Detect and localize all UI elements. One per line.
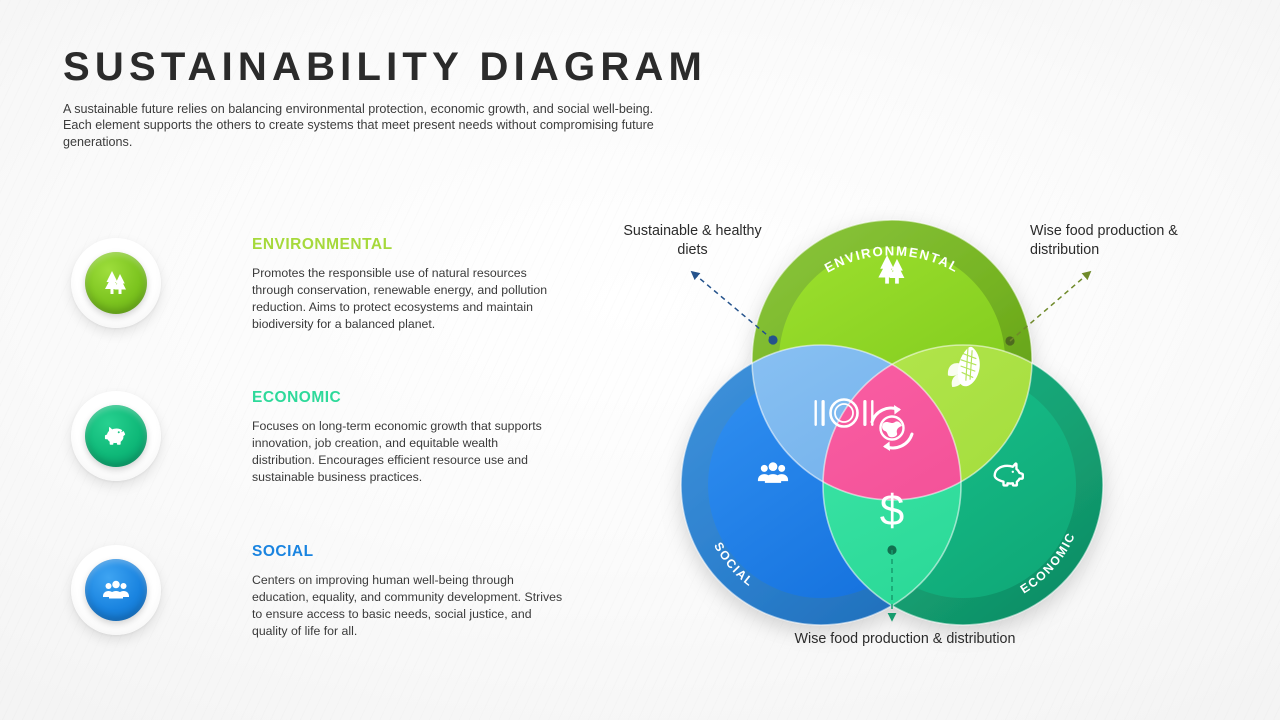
venn-icon-dollar: $ bbox=[880, 486, 904, 535]
legend-badge-disc bbox=[85, 405, 147, 467]
legend-heading: ECONOMIC bbox=[252, 389, 342, 406]
callout-connectors bbox=[690, 270, 1092, 622]
people-group-icon bbox=[103, 580, 129, 599]
piggy-bank-icon bbox=[104, 427, 126, 445]
legend-item-economic[interactable]: ECONOMIC Focuses on long-term economic g… bbox=[63, 385, 542, 505]
legend-badge-disc bbox=[85, 559, 147, 621]
venn-outlines bbox=[680, 219, 1104, 626]
venn-svg: ENVIRONMENTAL SOCIAL ECONOMIC bbox=[680, 219, 1104, 626]
legend-badge-disc bbox=[85, 252, 147, 314]
venn-icon-globe-recycle bbox=[870, 405, 914, 451]
venn-icon-people bbox=[757, 462, 789, 483]
venn-icon-piggy bbox=[993, 462, 1024, 487]
callout-label-left: Sustainable & healthy diets bbox=[623, 223, 762, 258]
page-title: SUSTAINABILITY DIAGRAM bbox=[63, 45, 708, 89]
legend-body: Centers on improving human well-being th… bbox=[252, 573, 563, 638]
legend-heading: SOCIAL bbox=[252, 543, 314, 560]
venn-icon-trees bbox=[878, 255, 905, 284]
page-subtitle: A sustainable future relies on balancing… bbox=[63, 102, 654, 149]
legend-body: Focuses on long-term economic growth tha… bbox=[252, 419, 542, 484]
callout-label-right: Wise food production & distribution bbox=[1030, 223, 1178, 258]
overlap-center[interactable] bbox=[823, 345, 1103, 625]
legend-badge-economic bbox=[71, 391, 161, 481]
legend-badge-social bbox=[71, 545, 161, 635]
legend-item-environmental[interactable]: ENVIRONMENTAL Promotes the responsible u… bbox=[63, 232, 547, 352]
venn-diagram: ENVIRONMENTAL SOCIAL ECONOMIC bbox=[612, 170, 1232, 700]
legend-heading: ENVIRONMENTAL bbox=[252, 236, 393, 253]
legend-item-social[interactable]: SOCIAL Centers on improving human well-b… bbox=[63, 539, 562, 659]
overlap-group-3 bbox=[823, 345, 1103, 625]
venn-icon-corn bbox=[947, 346, 980, 387]
callout-label-bottom: Wise food production & distribution bbox=[794, 631, 1016, 647]
legend-body: Promotes the responsible use of natural … bbox=[252, 266, 548, 331]
legend-badge-environmental bbox=[71, 238, 161, 328]
trees-icon bbox=[105, 271, 126, 294]
venn-icon-plate-cutlery bbox=[814, 398, 874, 428]
